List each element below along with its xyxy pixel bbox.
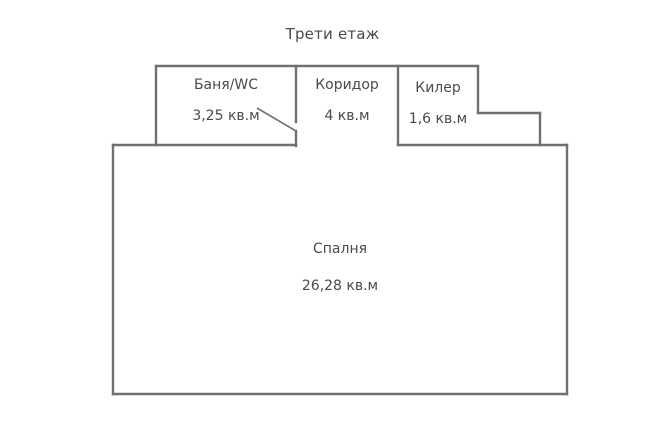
room-area-bath: 3,25 кв.м [192,108,260,125]
door-swing-bath [256,107,297,132]
room-label-bedroom: Спалня 26,28 кв.м [113,241,567,295]
room-name-bedroom: Спалня [312,241,368,257]
room-label-corridor: Коридор 4 кв.м [296,77,398,125]
room-area-corridor: 4 кв.м [324,108,370,125]
room-name-corridor: Коридор [315,77,379,93]
room-name-killer: Килер [415,80,461,96]
room-name-bath: Баня/WC [193,77,259,93]
page-title: Трети етаж [285,25,380,43]
room-area-bedroom: 26,28 кв.м [301,278,379,295]
room-area-killer: 1,6 кв.м [408,111,468,128]
room-label-killer: Килер 1,6 кв.м [398,80,478,128]
room-label-bath: Баня/WC 3,25 кв.м [156,77,296,125]
